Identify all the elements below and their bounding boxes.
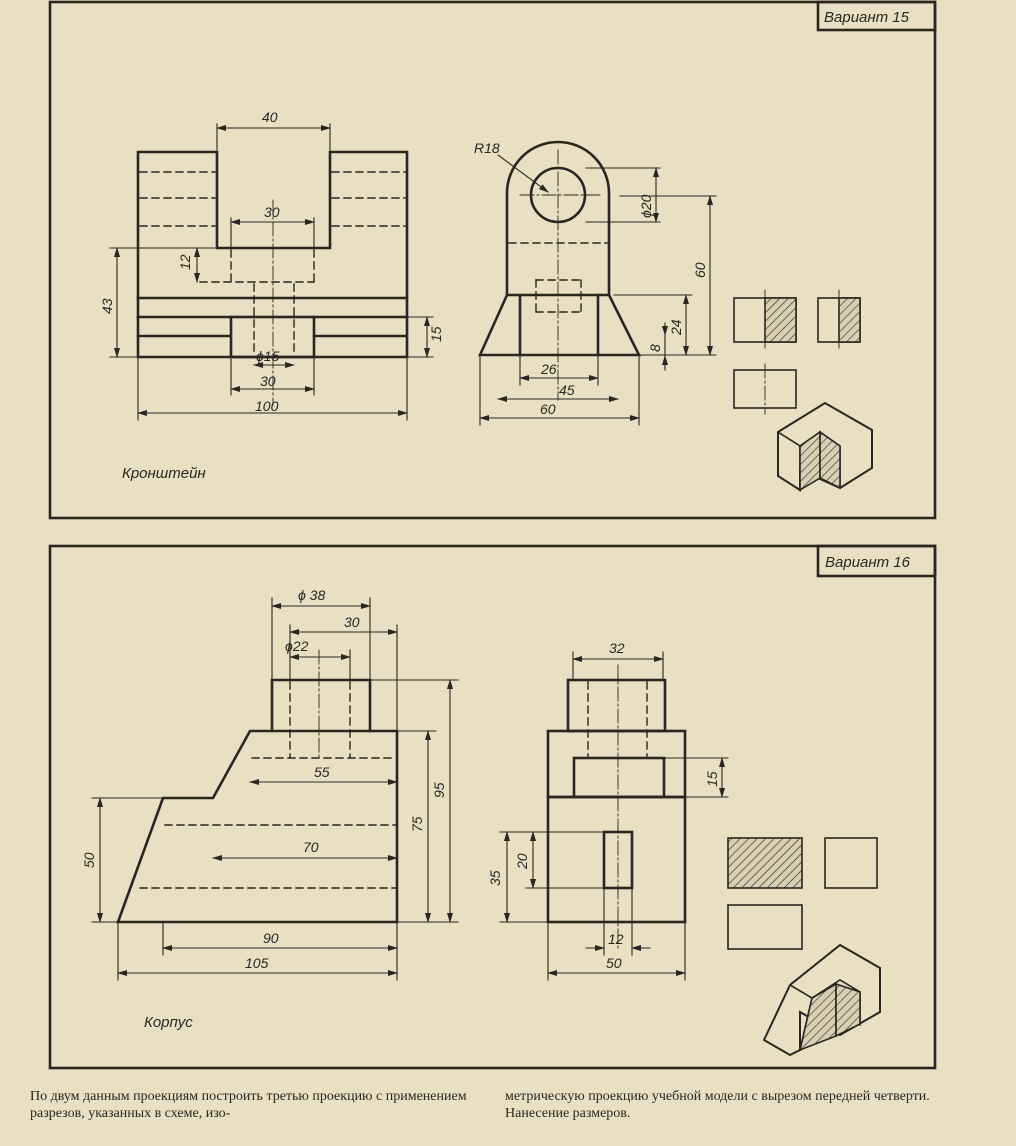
frame-variant-16: [48, 544, 937, 1070]
v15-dim-label: ϕ15: [256, 348, 280, 364]
v16-dim-label: 95: [431, 782, 447, 798]
caption-right: метрическую проекцию учебной модели с вы…: [505, 1089, 930, 1121]
v16-dim-label: 20: [514, 853, 530, 870]
v16-isometric-view: [762, 943, 881, 1057]
v15-dim-label: 8: [647, 344, 663, 352]
v15-dim-label: 12: [177, 254, 193, 270]
v15-dim-label: 60: [692, 262, 708, 278]
v16-side-view: [499, 651, 729, 981]
v16-dim-label: 12: [608, 931, 624, 947]
variant-16-panel: Вариант 16 Корпус: [48, 544, 937, 1070]
variant-15-panel: Вариант 15 Кронштейн: [48, 0, 937, 520]
v16-dim-label: 50: [606, 955, 622, 971]
v15-dim-label: 15: [428, 326, 444, 342]
v16-dim-label: 32: [609, 640, 625, 656]
v15-side-view: [477, 140, 717, 426]
variant-16-title: Корпус: [144, 1014, 193, 1031]
badge-box-15: [816, 0, 937, 32]
v15-dim-label: 30: [264, 204, 280, 220]
v15-isometric-view: [776, 401, 873, 492]
v15-dim-label: 100: [255, 398, 279, 414]
v16-dim-label: ϕ22: [285, 638, 309, 654]
badge-box-16: [816, 544, 937, 578]
v15-section-scheme: [733, 289, 861, 415]
frame-variant-15: [48, 0, 937, 520]
v16-dim-label: 75: [409, 816, 425, 832]
v16-dim-label: 55: [314, 764, 330, 780]
v15-dim-label: 26: [540, 361, 557, 377]
v16-dim-label: 30: [344, 614, 360, 630]
v16-front-view: [91, 597, 459, 981]
v16-dim-label: 105: [245, 955, 269, 971]
variant-16-badge: Вариант 16: [825, 554, 911, 571]
v15-dim-label: R18: [474, 140, 500, 156]
v16-dim-label: 90: [263, 930, 279, 946]
v15-dim-label: 45: [559, 382, 575, 398]
v16-dim-label: ϕ 38: [298, 587, 325, 603]
v15-front-view: [109, 123, 434, 421]
v16-dim-label: 15: [704, 771, 720, 787]
v16-section-scheme: [727, 837, 878, 950]
caption-left: По двум данным проекциям построить треть…: [30, 1089, 467, 1121]
variant-15-badge: Вариант 15: [824, 9, 910, 26]
v15-dim-label: 60: [540, 401, 556, 417]
v15-dim-label: 43: [99, 298, 115, 314]
v16-dim-label: 35: [487, 870, 503, 886]
v15-dim-label: 30: [260, 373, 276, 389]
v15-dim-label: 24: [668, 319, 684, 336]
v16-dim-label: 50: [81, 852, 97, 868]
v16-dim-label: 70: [303, 839, 319, 855]
v15-dim-label: ϕ20: [638, 194, 654, 218]
variant-15-title: Кронштейн: [122, 465, 206, 482]
v15-dim-label: 40: [262, 109, 278, 125]
